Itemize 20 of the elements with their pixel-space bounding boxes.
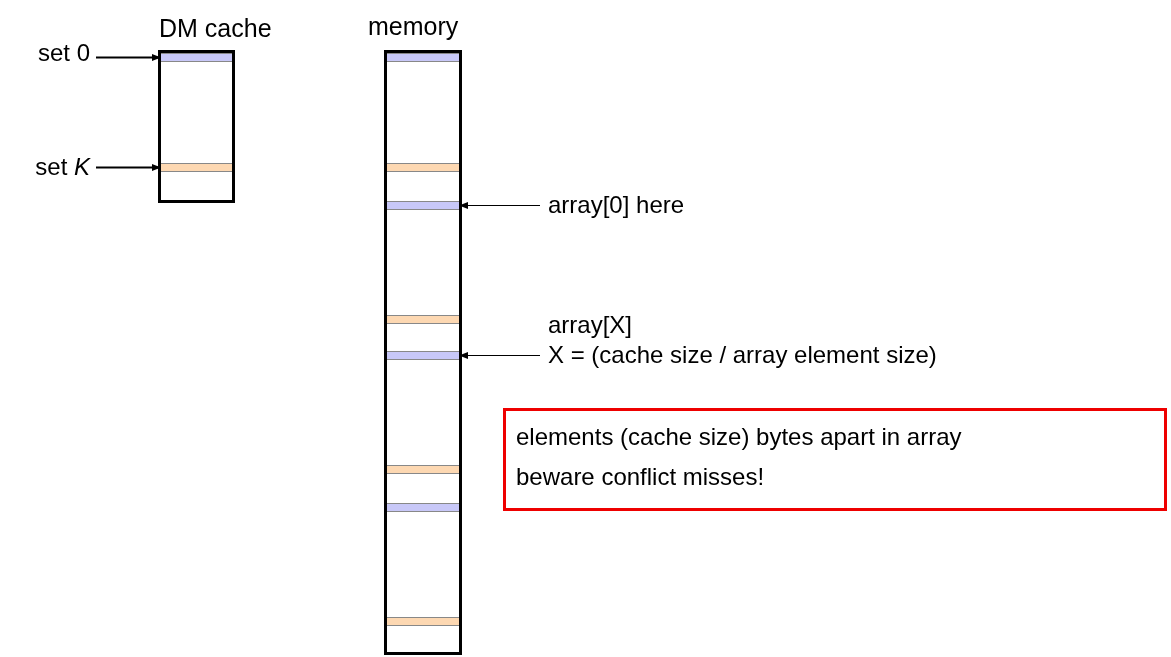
pointer-label: array[X] xyxy=(548,310,634,340)
set-band xyxy=(161,163,232,172)
set-band xyxy=(387,503,459,512)
set-band xyxy=(161,53,232,62)
set-band xyxy=(387,163,459,172)
warning-box xyxy=(503,408,1167,511)
block-heading: DM cache xyxy=(159,13,272,43)
warning-text: elements (cache size) bytes apart in array xyxy=(516,422,963,452)
pointer-label: set 0 xyxy=(30,38,90,68)
pointer-label: array[0] here xyxy=(548,190,748,220)
set-band xyxy=(387,315,459,324)
pointer-label: set K xyxy=(10,152,90,182)
set-band xyxy=(387,351,459,360)
set-band xyxy=(387,53,459,62)
block-heading: memory xyxy=(368,11,459,41)
set-band xyxy=(387,201,459,210)
set-band xyxy=(387,617,459,626)
warning-text: beware conflict misses! xyxy=(516,462,766,492)
formula-text: X = (cache size / array element size) xyxy=(548,340,938,370)
set-band xyxy=(387,465,459,474)
